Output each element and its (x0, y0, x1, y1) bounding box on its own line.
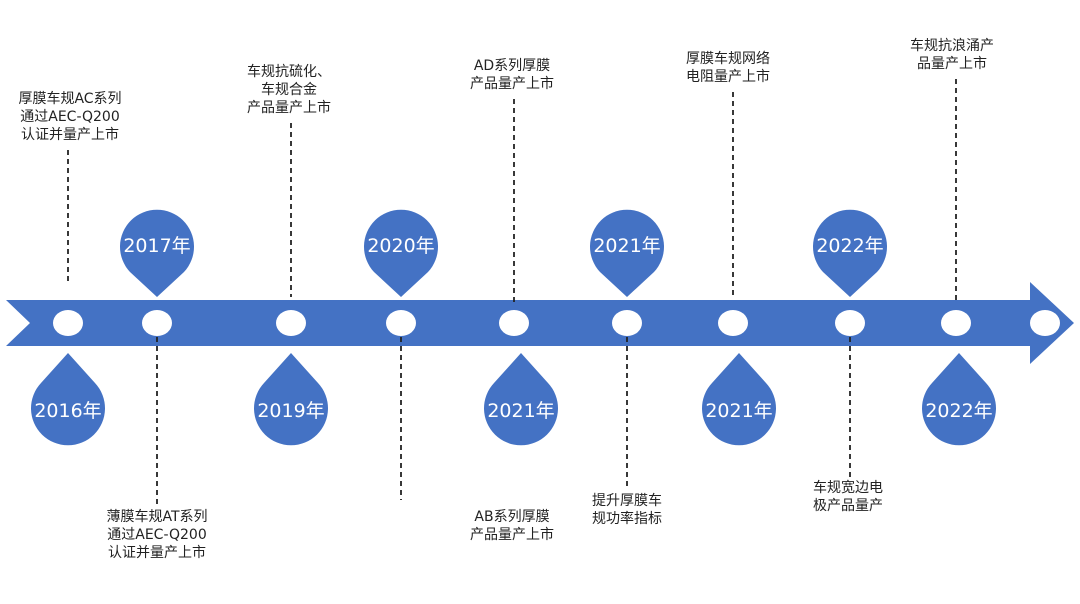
year-marker-shape (921, 353, 996, 446)
year-marker: 2021年 (701, 353, 776, 446)
node-layer (53, 310, 1060, 336)
caption-line: 电阻量产上市 (686, 69, 770, 85)
caption-line: 薄膜车规AT系列 (106, 509, 208, 525)
year-marker-layer: 2016年 2017年 2019年 2020年 2021年 2021年 2021年 2022年… (31, 209, 996, 446)
year-marker-shape (701, 353, 776, 446)
milestone-caption: 车规抗浪涌产品量产上市 (910, 37, 994, 73)
year-marker: 2022年 (921, 353, 996, 446)
year-marker: 2017年 (120, 209, 194, 297)
year-label: 2020年 (367, 235, 434, 257)
year-marker-shape (589, 209, 664, 297)
year-marker-shape (813, 209, 887, 297)
year-label: 2017年 (123, 235, 190, 257)
year-label: 2022年 (925, 400, 992, 422)
year-label: 2022年 (816, 235, 883, 257)
year-marker-shape (31, 353, 106, 446)
year-label: 2021年 (705, 400, 772, 422)
milestone-caption: 厚膜车规网络电阻量产上市 (686, 50, 770, 86)
caption-line: 提升厚膜车 (592, 493, 662, 509)
caption-line: AD系列厚膜 (473, 58, 551, 74)
timeline-node (835, 310, 865, 336)
timeline-node (386, 310, 416, 336)
timeline-node (718, 310, 748, 336)
timeline-node (941, 310, 971, 336)
year-marker: 2021年 (484, 353, 558, 446)
year-marker-shape (364, 209, 439, 297)
year-label: 2016年 (34, 400, 101, 422)
milestone-caption: 厚膜车规AC系列通过AEC-Q200 认证并量产上市 (18, 90, 121, 144)
caption-line: 厚膜车规网络 (686, 51, 770, 67)
year-marker-shape (254, 353, 328, 446)
caption-line: 极产品量产 (813, 498, 883, 514)
timeline-node (612, 310, 642, 336)
caption-line: 车规宽边电 (813, 480, 883, 496)
timeline-node (276, 310, 306, 336)
milestone-caption: 提升厚膜车规功率指标 (592, 492, 662, 528)
milestone-caption: 车规抗硫化、车规合金产品量产上市 (247, 63, 331, 117)
caption-line: 通过AEC-Q200 (20, 109, 120, 125)
year-marker-shape (120, 209, 194, 297)
caption-line: 产品量产上市 (470, 527, 554, 543)
year-label: 2019年 (257, 400, 324, 422)
caption-line: 品量产上市 (917, 56, 987, 72)
milestone-caption: 薄膜车规AT系列通过AEC-Q200 认证并量产上市 (106, 508, 207, 562)
caption-line: AB系列厚膜 (474, 509, 550, 525)
timeline-node-end (1030, 310, 1060, 336)
milestone-caption: AD系列厚膜产品量产上市 (470, 57, 554, 93)
timeline-node (499, 310, 529, 336)
milestone-caption: 车规宽边电极产品量产 (813, 479, 883, 515)
year-label: 2021年 (593, 235, 660, 257)
caption-line: 认证并量产上市 (20, 127, 119, 143)
year-marker-shape (484, 353, 558, 446)
caption-line: 厚膜车规AC系列 (18, 91, 122, 107)
caption-line: 产品量产上市 (470, 76, 554, 92)
year-marker: 2016年 (31, 353, 106, 446)
year-marker: 2021年 (589, 209, 664, 297)
year-marker: 2019年 (254, 353, 328, 446)
year-label: 2021年 (487, 400, 554, 422)
caption-line: 车规抗硫化、 (247, 64, 331, 80)
timeline-node (142, 310, 172, 336)
milestone-caption: AB系列厚膜产品量产上市 (470, 508, 554, 544)
year-marker: 2020年 (364, 209, 439, 297)
caption-line: 规功率指标 (592, 511, 662, 527)
caption-line: 车规合金 (261, 82, 317, 98)
caption-line: 车规抗浪涌产 (910, 38, 994, 54)
connector-layer (67, 79, 957, 508)
caption-line: 产品量产上市 (247, 100, 331, 116)
timeline-arrow (6, 282, 1074, 364)
caption-line: 通过AEC-Q200 (107, 527, 207, 543)
caption-line: 认证并量产上市 (107, 545, 206, 561)
timeline-node (53, 310, 83, 336)
year-marker: 2022年 (813, 209, 887, 297)
